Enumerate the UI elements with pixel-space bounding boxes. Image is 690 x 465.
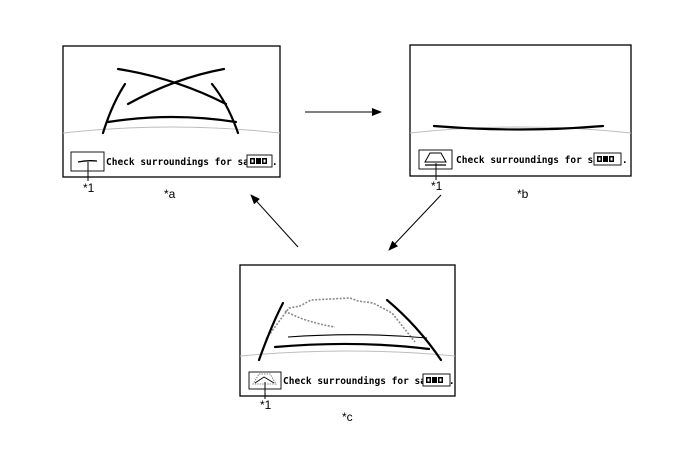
screen-a: Check surroundings for safety. *1 *a — [62, 45, 281, 201]
screen-b-label: *b — [517, 187, 529, 201]
arrow-b-to-c — [388, 194, 442, 251]
screen-c-guide-bottom — [273, 342, 431, 351]
screen-a-horizon — [62, 126, 281, 134]
screen-a-message: Check surroundings for safety. — [106, 157, 278, 168]
screen-a-label: *a — [164, 187, 176, 201]
screen-c-callout: *1 — [260, 398, 272, 412]
display-switch-icon[interactable] — [246, 154, 273, 168]
display-switch-icon[interactable] — [422, 373, 451, 387]
display-switch-icon[interactable] — [593, 152, 622, 166]
screen-c-horizon — [239, 350, 456, 357]
screen-a-guide-cross-2 — [126, 67, 226, 106]
screen-a-callout: *1 — [83, 181, 95, 195]
screen-a-guide-right — [210, 82, 240, 135]
screen-c-predicted-inner — [284, 310, 336, 328]
screen-b-guide-bottom — [432, 124, 605, 131]
screen-c-guide-left — [257, 301, 285, 362]
screen-b: Check surroundings for safety. *1 *b — [409, 44, 632, 201]
screen-a-guide-bottom — [106, 115, 238, 124]
screen-b-horizon — [409, 126, 632, 134]
screen-c-guide-right — [385, 298, 443, 362]
screen-c-message: Check surroundings for safety. — [283, 376, 455, 387]
screen-c-label: *c — [342, 410, 353, 424]
screen-a-guide-left — [101, 82, 127, 135]
screen-c-trajectory — [287, 334, 428, 339]
guide-line-mode-icon — [252, 373, 277, 385]
guide-line-mode-icon — [77, 160, 98, 163]
screen-b-callout: *1 — [431, 179, 443, 193]
arrow-c-to-a — [250, 194, 299, 248]
screen-c: Check surroundings for safety. *1 *c — [239, 264, 456, 424]
screen-c-predicted-path — [265, 297, 416, 343]
screen-b-message: Check surroundings for safety. — [456, 155, 628, 166]
